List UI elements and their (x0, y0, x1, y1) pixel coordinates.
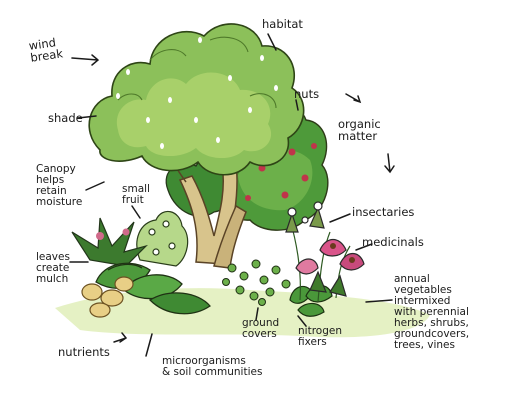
label-nuts: nuts (294, 88, 319, 100)
label-shade: shade (48, 112, 83, 124)
label-insectaries: insectaries (352, 206, 414, 218)
label-medicinals: medicinals (362, 236, 424, 248)
label-annual-vegetables: annual vegetables intermixed with perenn… (394, 274, 469, 351)
label-habitat: habitat (262, 18, 303, 30)
label-leaves-mulch: leaves create mulch (36, 252, 70, 285)
label-microorganisms: microorganisms & soil communities (162, 356, 262, 378)
label-nitrogen-fixers: nitrogen fixers (298, 326, 342, 348)
tree-canopy (89, 24, 303, 175)
label-wind-break: wind break (28, 35, 64, 63)
label-ground-covers: ground covers (242, 318, 279, 340)
label-small-fruit: small fruit (122, 184, 150, 206)
label-organic-matter: organic matter (338, 118, 381, 142)
label-nutrients: nutrients (58, 346, 110, 358)
small-fruit-shrub (137, 211, 188, 266)
label-canopy-moisture: Canopy helps retain moisture (36, 164, 82, 208)
spiky-plant (72, 218, 146, 266)
